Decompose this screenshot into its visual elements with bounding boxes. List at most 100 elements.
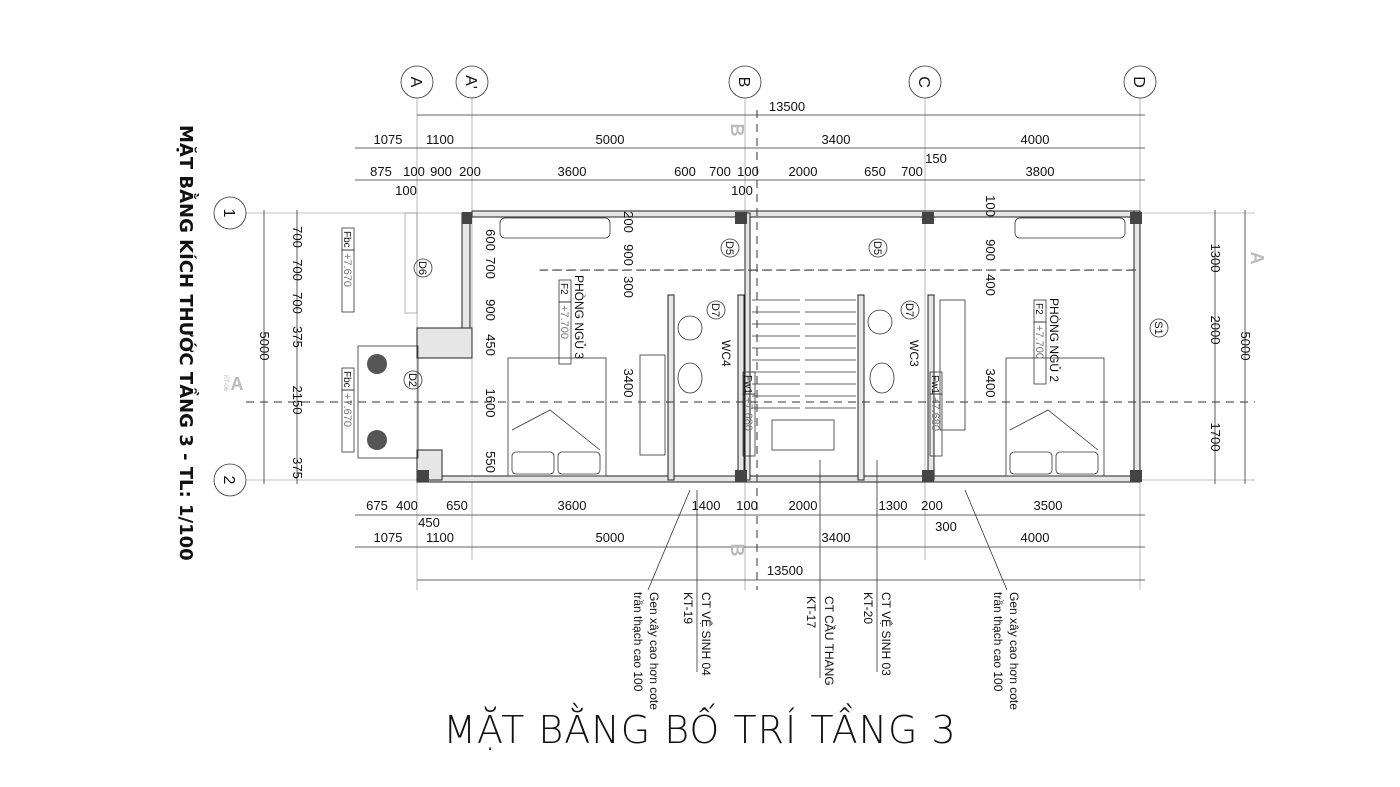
svg-text:3500: 3500 bbox=[1034, 498, 1063, 513]
svg-text:trần thạch cao 100: trần thạch cao 100 bbox=[631, 592, 645, 692]
svg-text:700: 700 bbox=[709, 164, 731, 179]
svg-text:300: 300 bbox=[621, 276, 636, 298]
svg-text:S1: S1 bbox=[1152, 321, 1164, 334]
staircase bbox=[752, 299, 856, 451]
svg-text:600: 600 bbox=[483, 229, 498, 251]
svg-text:B: B bbox=[735, 77, 752, 88]
grid-bubble-D: D bbox=[1123, 65, 1157, 99]
svg-text:PHÒNG NGỦ 3: PHÒNG NGỦ 3 bbox=[572, 275, 587, 359]
svg-text:100: 100 bbox=[736, 498, 758, 513]
page-title: MẶT BẰNG BỐ TRÍ TẦNG 3 bbox=[443, 708, 957, 752]
svg-text:5000: 5000 bbox=[257, 332, 272, 361]
grid-bubble-C: C bbox=[908, 65, 942, 99]
svg-text:700: 700 bbox=[901, 164, 923, 179]
bottom-dimensions: 675 400 650 3600 1400 100 2000 1300 200 … bbox=[366, 498, 1062, 578]
svg-text:4000: 4000 bbox=[1021, 132, 1050, 147]
grid-bubble-A-prime: A' bbox=[455, 65, 489, 99]
svg-text:300: 300 bbox=[935, 519, 957, 534]
svg-text:Fbc: Fbc bbox=[341, 231, 352, 248]
svg-text:KT-19: KT-19 bbox=[681, 592, 695, 624]
svg-text:875: 875 bbox=[370, 164, 392, 179]
svg-text:900: 900 bbox=[983, 239, 998, 261]
svg-text:2150: 2150 bbox=[290, 386, 305, 415]
svg-text:F2: F2 bbox=[558, 283, 569, 295]
balcony bbox=[357, 212, 419, 459]
svg-text:450: 450 bbox=[418, 515, 440, 530]
wc-fixtures bbox=[677, 309, 895, 394]
svg-text:5000: 5000 bbox=[596, 132, 625, 147]
left-dimensions: 700 700 700 375 2150 375 5000 bbox=[257, 226, 305, 479]
svg-text:1300: 1300 bbox=[879, 498, 908, 513]
svg-text:675: 675 bbox=[366, 498, 388, 513]
svg-text:D2: D2 bbox=[406, 373, 418, 387]
svg-text:200: 200 bbox=[621, 211, 636, 233]
svg-text:Fw1: Fw1 bbox=[742, 375, 753, 394]
svg-text:900: 900 bbox=[483, 299, 498, 321]
svg-text:700: 700 bbox=[290, 226, 305, 248]
room-labels: PHÒNG NGỦ 3 PHÒNG NGỦ 2 WC4 WC3 bbox=[572, 275, 1062, 382]
section-marker-a-left: A bbox=[231, 374, 244, 394]
right-dimensions: 1300 2000 1700 5000 bbox=[1208, 244, 1253, 452]
level-tags: Fbc+7.670 Fbc+7.670 F2+7.700 F2+7.700 Fw… bbox=[341, 227, 1047, 457]
svg-text:D5: D5 bbox=[723, 241, 735, 255]
svg-text:2000: 2000 bbox=[789, 498, 818, 513]
svg-text:700: 700 bbox=[290, 292, 305, 314]
side-title: MẶT BẰNG KÍCH THƯỚC TẦNG 3 - TL: 1/100 bbox=[175, 125, 199, 561]
svg-text:KT-17: KT-17 bbox=[804, 596, 818, 628]
section-ref: KT-06 bbox=[222, 375, 228, 392]
svg-text:2000: 2000 bbox=[1208, 316, 1223, 345]
grid-bubble-2: 2 bbox=[213, 463, 247, 497]
svg-text:600: 600 bbox=[674, 164, 696, 179]
svg-text:1075: 1075 bbox=[374, 530, 403, 545]
svg-text:Gen xây cao hơn cote: Gen xây cao hơn cote bbox=[1007, 592, 1021, 710]
svg-text:650: 650 bbox=[446, 498, 468, 513]
svg-text:F2: F2 bbox=[1033, 303, 1044, 315]
svg-text:A: A bbox=[407, 77, 424, 88]
svg-text:100: 100 bbox=[983, 195, 998, 217]
svg-text:1700: 1700 bbox=[1208, 423, 1223, 452]
svg-text:D6: D6 bbox=[416, 261, 428, 275]
grid-bubble-1: 1 bbox=[213, 196, 247, 230]
walls bbox=[416, 210, 1142, 483]
svg-text:3800: 3800 bbox=[1026, 164, 1055, 179]
svg-text:5000: 5000 bbox=[596, 530, 625, 545]
svg-text:100: 100 bbox=[731, 183, 753, 198]
svg-text:KT-20: KT-20 bbox=[861, 592, 875, 624]
door-tags: D2 D5 D5 D6 D7 D7 S1 bbox=[403, 238, 1169, 390]
svg-text:D: D bbox=[1130, 76, 1147, 88]
stair-landing bbox=[771, 419, 835, 451]
bed-room3 bbox=[499, 217, 611, 477]
svg-text:trần thạch cao 100: trần thạch cao 100 bbox=[991, 592, 1005, 692]
svg-text:+7.700: +7.700 bbox=[558, 305, 570, 339]
svg-text:200: 200 bbox=[459, 164, 481, 179]
svg-text:1100: 1100 bbox=[426, 132, 454, 147]
svg-text:450: 450 bbox=[483, 334, 498, 356]
svg-text:A': A' bbox=[462, 75, 479, 89]
svg-text:375: 375 bbox=[290, 326, 305, 348]
svg-text:100: 100 bbox=[737, 164, 759, 179]
svg-text:Gen xây cao hơn cote: Gen xây cao hơn cote bbox=[647, 592, 661, 710]
svg-text:CT VỆ SINH 03: CT VỆ SINH 03 bbox=[879, 592, 894, 676]
wardrobes bbox=[639, 299, 966, 456]
svg-text:5000: 5000 bbox=[1238, 332, 1253, 361]
svg-text:150: 150 bbox=[925, 151, 947, 166]
dimension-lines bbox=[263, 114, 1246, 581]
svg-text:1400: 1400 bbox=[692, 498, 721, 513]
grid-bubble-A: A bbox=[400, 65, 434, 99]
inner-dimensions: 600 700 900 450 1600 550 200 900 300 340… bbox=[483, 195, 998, 473]
svg-text:Fw1: Fw1 bbox=[929, 375, 940, 394]
svg-text:200: 200 bbox=[921, 498, 943, 513]
svg-text:1600: 1600 bbox=[483, 389, 498, 418]
leader-notes: Gen xây cao hơn cote trần thạch cao 100 … bbox=[631, 460, 1021, 710]
svg-text:100: 100 bbox=[403, 164, 425, 179]
svg-text:3400: 3400 bbox=[822, 530, 851, 545]
svg-text:PHÒNG NGỦ 2: PHÒNG NGỦ 2 bbox=[1047, 298, 1062, 382]
svg-text:+7.680: +7.680 bbox=[742, 397, 754, 431]
svg-text:375: 375 bbox=[290, 457, 305, 479]
svg-text:700: 700 bbox=[290, 259, 305, 281]
svg-text:3600: 3600 bbox=[558, 164, 587, 179]
svg-text:400: 400 bbox=[396, 498, 418, 513]
svg-text:13500: 13500 bbox=[767, 563, 803, 578]
svg-text:1100: 1100 bbox=[426, 530, 454, 545]
